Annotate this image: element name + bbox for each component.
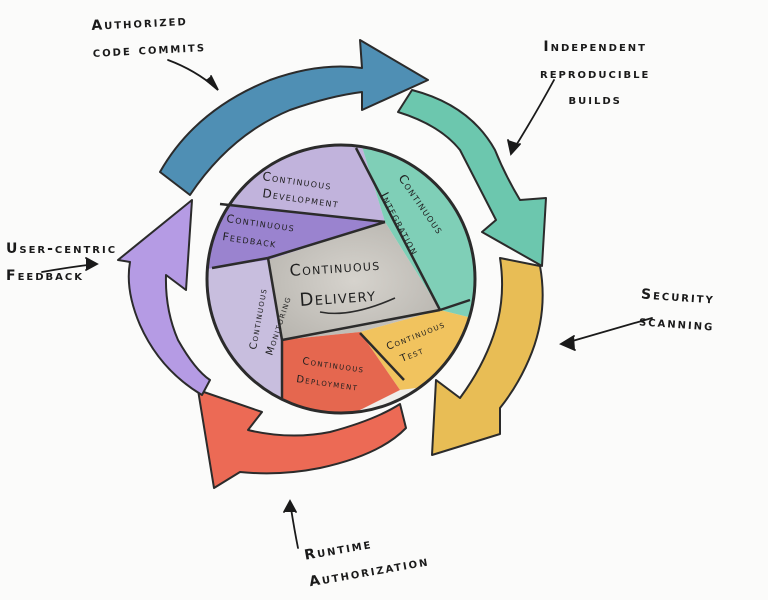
security-pointer-head bbox=[559, 335, 576, 351]
blue-cycle-arrow bbox=[159, 39, 429, 196]
feedback-pointer-head bbox=[85, 257, 99, 271]
center-underline bbox=[319, 297, 396, 315]
pointer-arrows bbox=[41, 59, 653, 549]
segment-dividers bbox=[211, 147, 471, 398]
runtime-pointer-head bbox=[283, 499, 297, 513]
annotation-builds: Independent reproducible builds bbox=[540, 39, 651, 109]
annotation-security: Security scanning bbox=[638, 286, 716, 335]
commits-pointer-head bbox=[205, 75, 219, 91]
red-cycle-arrow bbox=[197, 389, 407, 489]
segment-delivery bbox=[268, 222, 440, 340]
segment-feedback bbox=[207, 205, 385, 270]
segment-deployment bbox=[282, 332, 400, 413]
annotation-code-commits: Authorized code commits bbox=[90, 12, 207, 61]
builds-pointer-head bbox=[507, 139, 521, 156]
purple-cycle-arrow bbox=[117, 199, 211, 396]
annotation-feedback: User-centric Feedback bbox=[6, 241, 118, 284]
teal-cycle-arrow bbox=[397, 89, 547, 267]
cycle-arrows bbox=[117, 39, 547, 489]
inner-circle bbox=[205, 143, 477, 415]
yellow-cycle-arrow bbox=[431, 257, 544, 456]
commits-pointer-arrow bbox=[167, 59, 217, 89]
